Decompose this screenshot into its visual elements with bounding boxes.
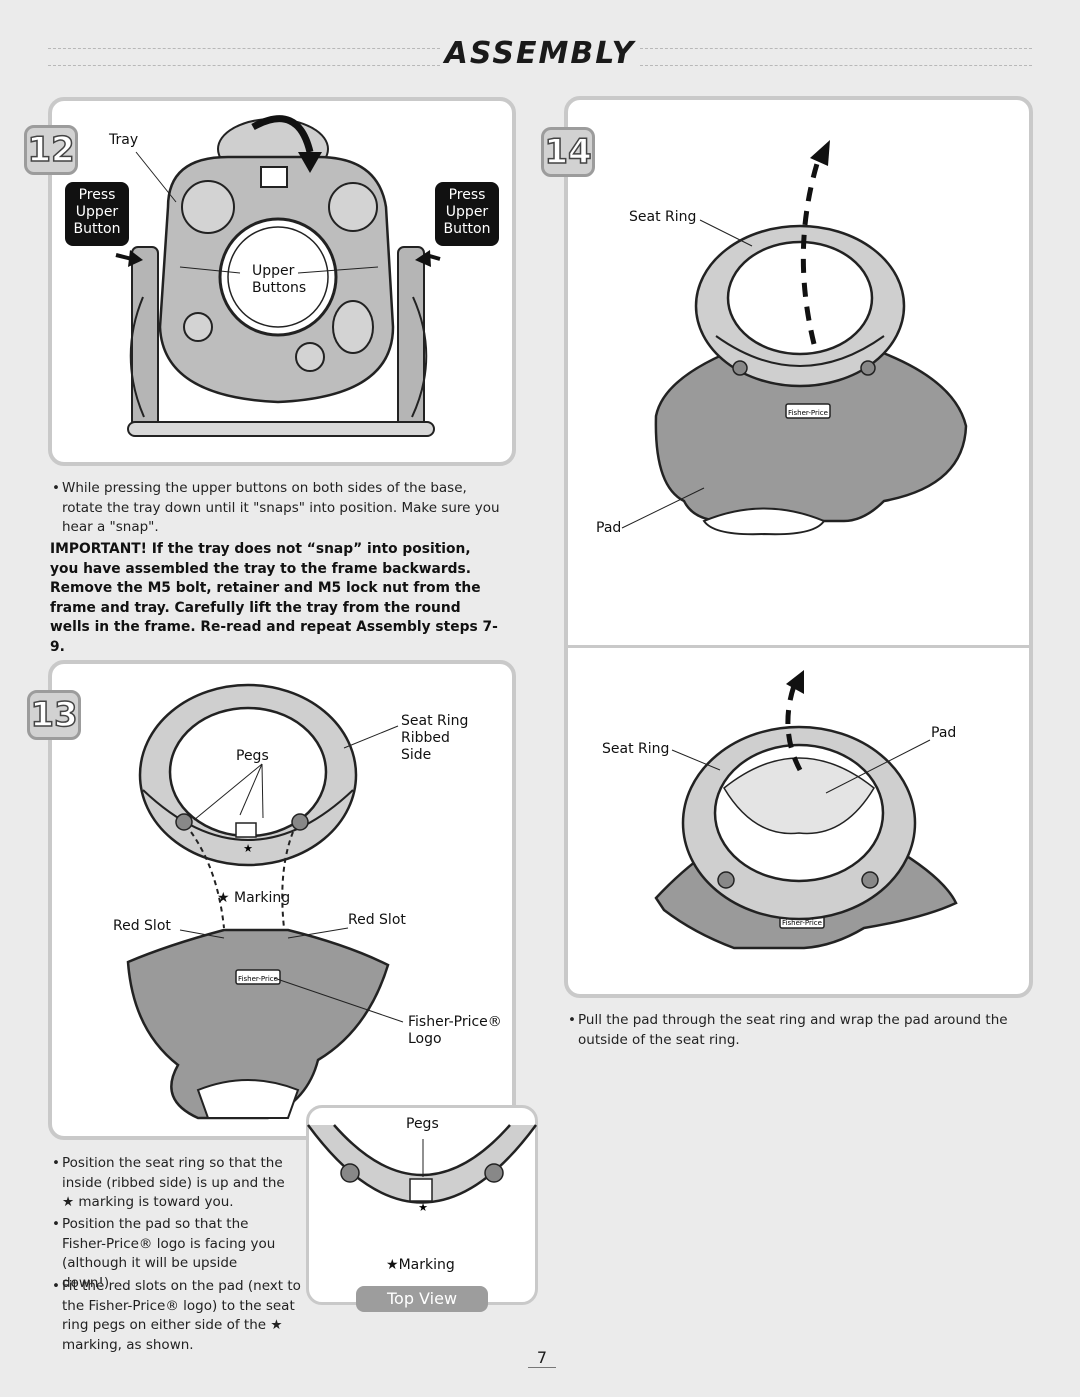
step12-number: 12 [24, 125, 78, 175]
seat-ring-ribbed-side-label: Seat Ring Ribbed Side [401, 713, 469, 763]
step12-bullet-text: While pressing the upper buttons on both… [62, 480, 500, 535]
inset-marking-label: ★Marking [386, 1257, 455, 1273]
step12-illustration [115, 115, 441, 437]
step14-number: 14 [541, 127, 595, 177]
step14-bottom-illustration: Fisher-Price [654, 670, 958, 950]
step14-bottom-pad-logo: Fisher-Price [782, 919, 822, 927]
step13-bullet-3-text: Fit the red slots on the pad (next to th… [62, 1278, 301, 1353]
step13-illustration: ★ Fisher-Price [126, 683, 404, 1120]
step14-seat-ring-top-label: Seat Ring [629, 209, 697, 225]
press-upper-button-right: Press Upper Button [435, 182, 499, 246]
upper-buttons-label: Upper Buttons [252, 263, 307, 296]
step14-top-pad-logo: Fisher-Price [788, 409, 828, 417]
svg-text:★: ★ [243, 842, 253, 855]
step12-bullet: •While pressing the upper buttons on bot… [52, 479, 504, 538]
top-view-tab: Top View [356, 1286, 488, 1312]
step13-bullet-2: •Position the pad so that the Fisher-Pri… [52, 1215, 288, 1293]
step13-bullet-1-text: Position the seat ring so that the insid… [62, 1155, 285, 1210]
top-view-illustration: ★ [306, 1124, 538, 1214]
step14-pad-top-label: Pad [596, 520, 622, 536]
svg-text:★: ★ [418, 1201, 428, 1214]
marking-label: ★ Marking [217, 890, 291, 906]
fisher-price-logo-label: Fisher-Price® Logo [408, 1014, 502, 1047]
page-title: ASSEMBLY [440, 36, 640, 71]
step13-bullet-1: •Position the seat ring so that the insi… [52, 1154, 288, 1213]
inset-marking-label-text: Marking [398, 1257, 455, 1273]
press-upper-button-left: Press Upper Button [65, 182, 129, 246]
step14-seat-ring-bottom-label: Seat Ring [602, 741, 670, 757]
step14-bullet-text: Pull the pad through the seat ring and w… [578, 1012, 1008, 1048]
tray-label: Tray [109, 132, 139, 148]
inset-pegs-label: Pegs [406, 1116, 439, 1132]
step13-number: 13 [27, 690, 81, 740]
red-slot-left-label: Red Slot [113, 918, 171, 934]
step14-top-illustration: Fisher-Price [621, 140, 968, 536]
step14-divider [568, 645, 1029, 648]
red-slot-right-label: Red Slot [348, 912, 406, 928]
step13-pad-logo: Fisher-Price [238, 975, 278, 983]
header-rule-left [48, 48, 440, 66]
step14-bullet: •Pull the pad through the seat ring and … [568, 1011, 1018, 1050]
header-rule-right [640, 48, 1032, 66]
step13-bullet-3: •Fit the red slots on the pad (next to t… [52, 1277, 302, 1355]
important-note: IMPORTANT! If the tray does not “snap” i… [50, 541, 498, 655]
marking-label-text: Marking [234, 890, 291, 906]
step14-pad-bottom-label: Pad [931, 725, 957, 741]
step13-bullet-2-text: Position the pad so that the Fisher-Pric… [62, 1216, 276, 1291]
pegs-label: Pegs [236, 748, 269, 764]
page-number: 7 [528, 1349, 556, 1368]
